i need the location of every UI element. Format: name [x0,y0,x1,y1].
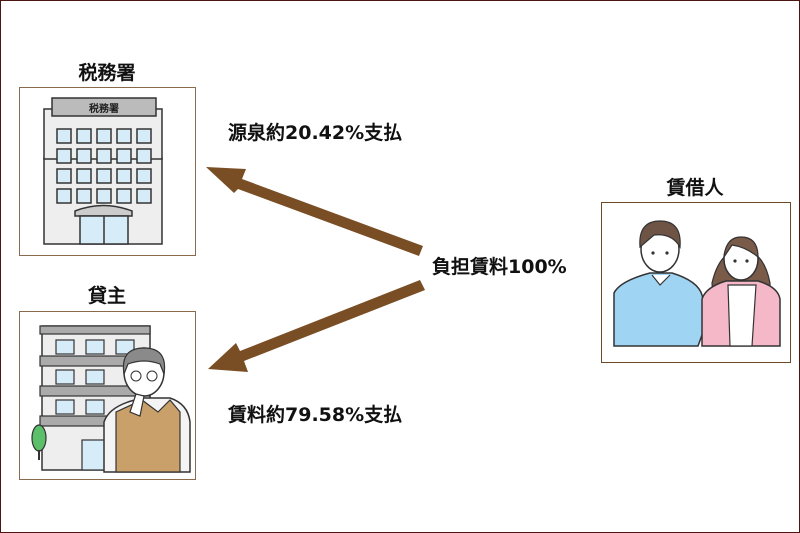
window [96,188,112,204]
tenant-couple-illustration [613,220,781,347]
window [76,168,92,184]
window [96,168,112,184]
window [136,168,152,184]
landlord-illustration [31,325,191,473]
tax-office-sign: 税務署 [89,104,119,115]
window [116,148,132,164]
window [96,128,112,144]
window [56,168,72,184]
tax-office-building-icon [43,97,163,245]
window [136,128,152,144]
window [56,188,72,204]
window [116,188,132,204]
window [76,188,92,204]
window [96,148,112,164]
window [136,148,152,164]
window [116,128,132,144]
window [76,148,92,164]
window [76,128,92,144]
withholding-tax-label: 源泉約20.42%支払 [228,122,403,144]
rent-burden-label: 負担賃料100% [432,256,567,278]
tax-office-box: 税務署 [19,87,196,256]
window [116,168,132,184]
rent-payment-label: 賃料約79.58%支払 [228,404,403,426]
tax-office-title: 税務署 [78,62,136,84]
window [136,188,152,204]
tenant-box [601,202,791,363]
tenant-title: 賃借人 [666,177,724,199]
landlord-box [19,311,196,480]
landlord-title: 貸主 [87,285,126,307]
window [56,128,72,144]
window [56,148,72,164]
